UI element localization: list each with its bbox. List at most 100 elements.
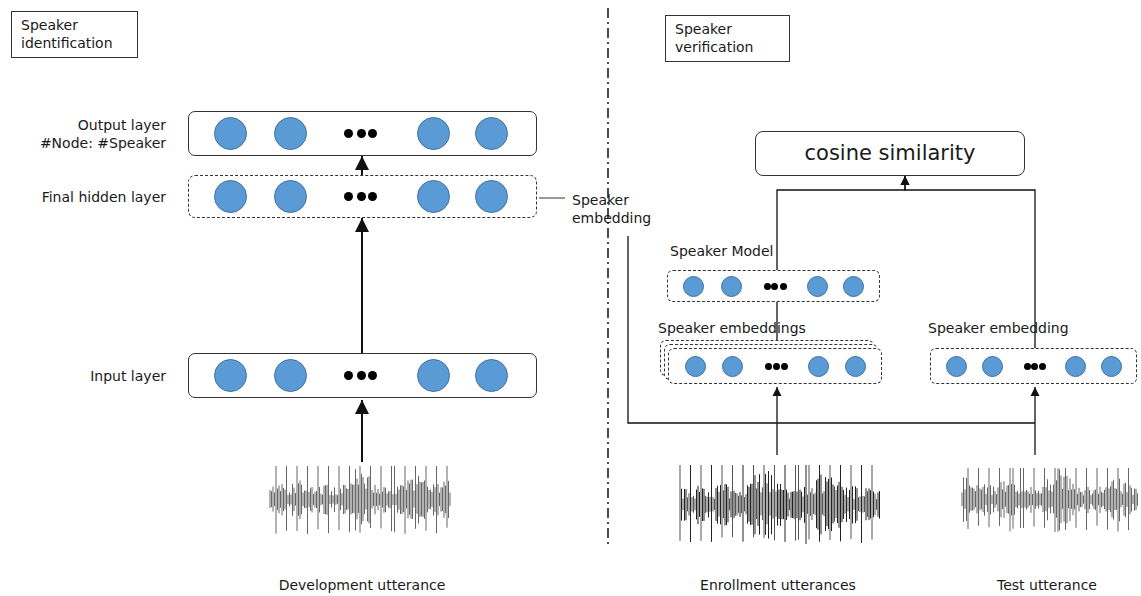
waveform-stroke xyxy=(723,490,724,518)
waveform-stroke xyxy=(854,499,855,510)
waveform-stroke xyxy=(291,494,292,504)
waveform-stroke xyxy=(746,494,747,514)
waveform-stroke xyxy=(303,493,304,506)
waveform-stroke xyxy=(777,484,778,526)
waveform-stroke xyxy=(402,485,403,513)
box-text: cosine similarity xyxy=(805,140,976,166)
test-arrow xyxy=(1034,387,1035,455)
waveform-stroke xyxy=(831,478,832,532)
waveform-stroke xyxy=(430,490,431,509)
waveform-stroke xyxy=(786,490,787,520)
waveform-stroke xyxy=(271,491,272,507)
waveform-stroke xyxy=(435,487,436,512)
waveform-stroke xyxy=(776,491,777,517)
waveform-stroke xyxy=(1004,481,1005,518)
waveform-stroke xyxy=(1029,494,1030,506)
waveform-stroke xyxy=(405,466,406,534)
waveform-stroke xyxy=(839,482,840,528)
waveform-stroke xyxy=(345,485,346,514)
waveform-stroke xyxy=(702,488,703,521)
waveform-stroke xyxy=(866,488,867,520)
waveform-stroke xyxy=(804,487,805,523)
waveform-stroke xyxy=(279,485,280,513)
layer-outline xyxy=(188,111,537,156)
waveform-stroke xyxy=(414,491,415,508)
waveform-stroke xyxy=(1088,487,1089,513)
waveform-stroke xyxy=(791,492,792,518)
waveform-stroke xyxy=(351,484,352,515)
test-embedding: Speaker embedding xyxy=(928,320,1137,384)
waveform-stroke xyxy=(1043,487,1044,512)
waveform-stroke xyxy=(370,466,371,528)
waveform-stroke xyxy=(978,468,979,526)
waveform-stroke xyxy=(806,465,807,544)
waveform-stroke xyxy=(352,485,353,514)
waveform-stroke xyxy=(1013,468,1014,529)
layer-outline xyxy=(930,348,1137,384)
waveform-stroke xyxy=(969,485,970,512)
cosine-box: cosine similarity xyxy=(755,131,1025,176)
layer-box xyxy=(188,175,537,218)
waveform-stroke xyxy=(833,485,834,524)
waveform-stroke xyxy=(795,465,796,541)
ellipsis-dot xyxy=(781,363,788,370)
waveform-stroke xyxy=(1044,468,1045,528)
waveform-stroke xyxy=(337,495,338,504)
input-layer: Input layer xyxy=(30,353,537,398)
waveform-stroke xyxy=(426,466,427,531)
waveform-stroke xyxy=(1128,468,1129,530)
waveform-stroke xyxy=(321,494,322,506)
waveform-stroke xyxy=(1115,488,1116,510)
waveform-stroke xyxy=(396,494,397,505)
waveform-stroke xyxy=(807,495,808,514)
waveform-stroke xyxy=(390,491,391,508)
waveform-stroke xyxy=(792,492,793,518)
waveform-stroke xyxy=(747,485,748,523)
neuron-circle xyxy=(475,180,508,213)
layer-label: Speaker embedding xyxy=(928,320,1128,338)
waveform-stroke xyxy=(708,492,709,517)
waveform-stroke xyxy=(975,491,976,507)
waveform-stroke xyxy=(1086,468,1087,530)
waveform-stroke xyxy=(313,494,314,505)
waveform-stroke xyxy=(873,491,874,517)
waveform-stroke xyxy=(752,484,753,525)
waveform-stroke xyxy=(860,496,861,512)
waveform-stroke xyxy=(1037,493,1038,506)
waveform-stroke xyxy=(1083,495,1084,503)
neuron-circle xyxy=(982,356,1003,377)
waveform-stroke xyxy=(387,494,388,506)
layer-outline xyxy=(188,353,537,398)
waveform-stroke xyxy=(1061,475,1062,523)
waveform-stroke xyxy=(732,465,733,537)
waveform-stroke xyxy=(843,490,844,519)
ellipsis-dot xyxy=(357,192,366,201)
waveform-stroke xyxy=(714,499,715,510)
waveform-stroke xyxy=(1046,487,1047,511)
waveform-stroke xyxy=(274,492,275,506)
waveform-stroke xyxy=(813,494,814,514)
waveform-stroke xyxy=(1074,489,1075,509)
waveform-stroke xyxy=(984,484,985,515)
waveform-stroke xyxy=(394,466,395,532)
waveform-stroke xyxy=(1050,485,1051,514)
waveform-stroke xyxy=(996,494,997,504)
waveform-stroke xyxy=(824,491,825,516)
waveform-stroke xyxy=(316,491,317,508)
waveform-stroke xyxy=(737,493,738,515)
waveform-stroke xyxy=(327,485,328,515)
waveform-stroke xyxy=(764,465,765,538)
waveform-stroke xyxy=(695,498,696,510)
waveform-stroke xyxy=(794,491,795,519)
waveform-stroke xyxy=(837,486,838,523)
waveform-stroke xyxy=(306,490,307,508)
neuron-circle xyxy=(274,117,307,150)
waveform-stroke xyxy=(348,489,349,509)
waveform-stroke xyxy=(397,487,398,513)
waveform-stroke xyxy=(399,489,400,509)
waveform-stroke xyxy=(375,485,376,515)
waveform xyxy=(680,465,880,544)
waveform-stroke xyxy=(842,487,843,522)
waveform-stroke xyxy=(1017,491,1018,508)
